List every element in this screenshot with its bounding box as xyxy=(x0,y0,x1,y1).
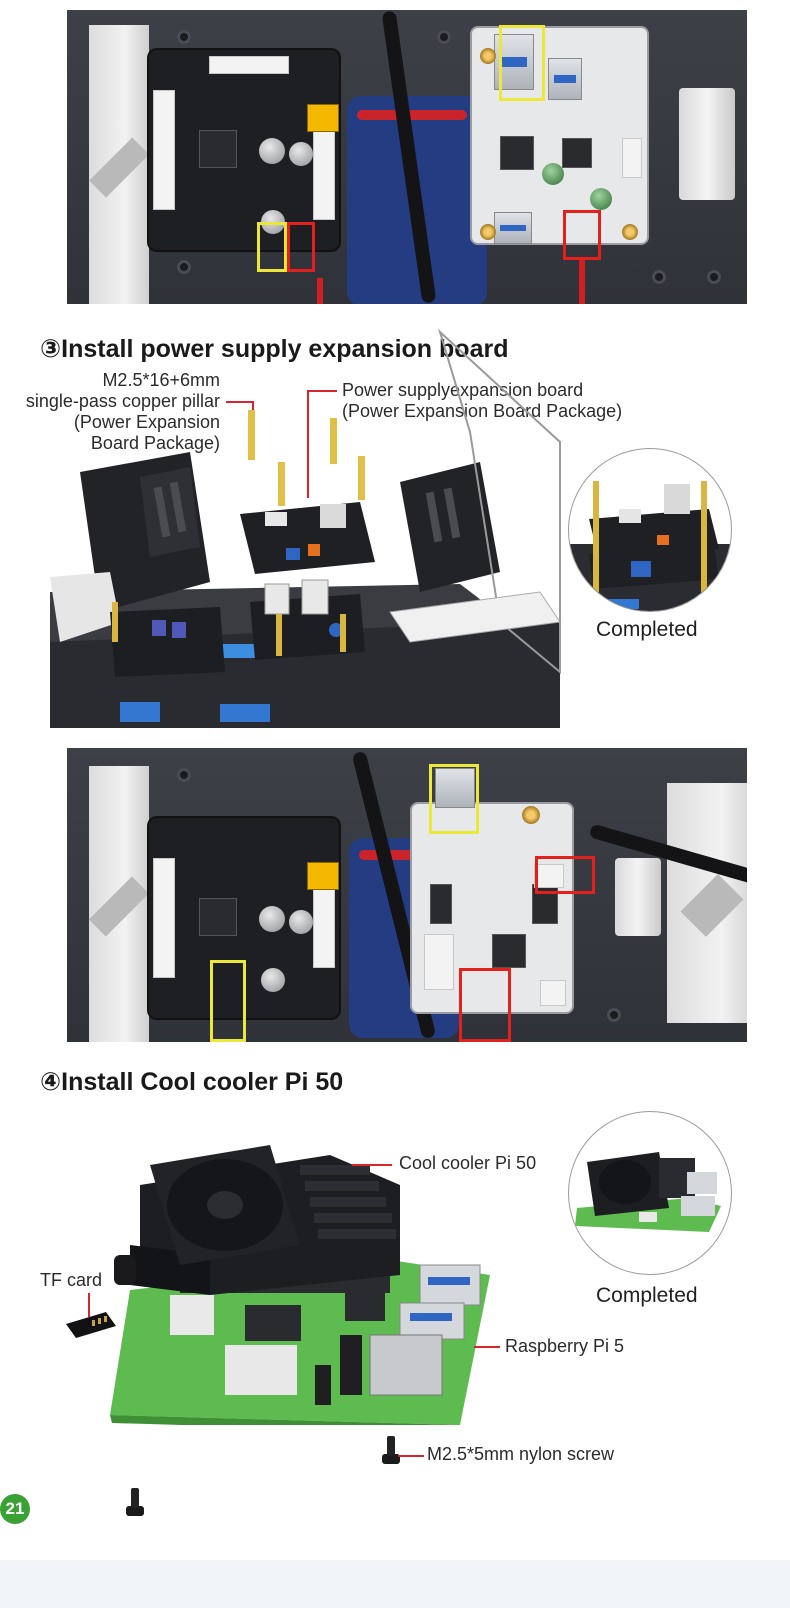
step4-illustration xyxy=(110,1145,490,1425)
photo-boards-before xyxy=(67,10,747,304)
loose-screw-icon xyxy=(126,1488,144,1516)
pillar-label: M2.5*16+6mm single-pass copper pillar (P… xyxy=(25,370,220,453)
page-number-badge: 21 xyxy=(0,1494,30,1524)
cooler-label: Cool cooler Pi 50 xyxy=(399,1153,537,1173)
pillar-leader-line xyxy=(226,401,254,403)
step4-title: ④Install Cool cooler Pi 50 xyxy=(40,1068,344,1096)
footer-band xyxy=(0,1560,790,1608)
board-leader-line xyxy=(307,390,337,392)
tf-card-icon xyxy=(66,1312,116,1338)
step3-completed-preview xyxy=(568,448,732,612)
raspberry-pi-leader-line xyxy=(474,1346,500,1348)
screw-leader-line xyxy=(398,1455,424,1457)
tf-card-leader-line xyxy=(88,1293,90,1317)
step3-completed-label: Completed xyxy=(596,618,698,641)
step4-completed-label: Completed xyxy=(596,1284,698,1307)
highlight-power-connector-left xyxy=(287,222,315,272)
right-hinge xyxy=(679,88,735,200)
nylon-screw-label: M2.5*5mm nylon screw xyxy=(427,1444,615,1464)
highlight-usb-port xyxy=(499,25,545,101)
step4-completed-preview xyxy=(568,1111,732,1275)
tf-card-label: TF card xyxy=(40,1270,103,1290)
nylon-screw-icon xyxy=(382,1436,400,1464)
step3-illustration xyxy=(50,328,561,728)
photo-boards-after xyxy=(67,748,747,1042)
right-bracket xyxy=(667,783,747,1023)
raspberry-pi-label: Raspberry Pi 5 xyxy=(505,1336,625,1356)
board-label: Power supplyexpansion board (Power Expan… xyxy=(342,380,623,421)
left-bracket xyxy=(89,25,149,304)
highlight-power-connector-right xyxy=(563,210,601,260)
cooler-leader-line xyxy=(352,1164,392,1166)
highlight-usb-c-port xyxy=(257,222,287,272)
driver-board xyxy=(149,50,339,250)
step3-title: ③Install power supply expansion board xyxy=(40,335,509,363)
